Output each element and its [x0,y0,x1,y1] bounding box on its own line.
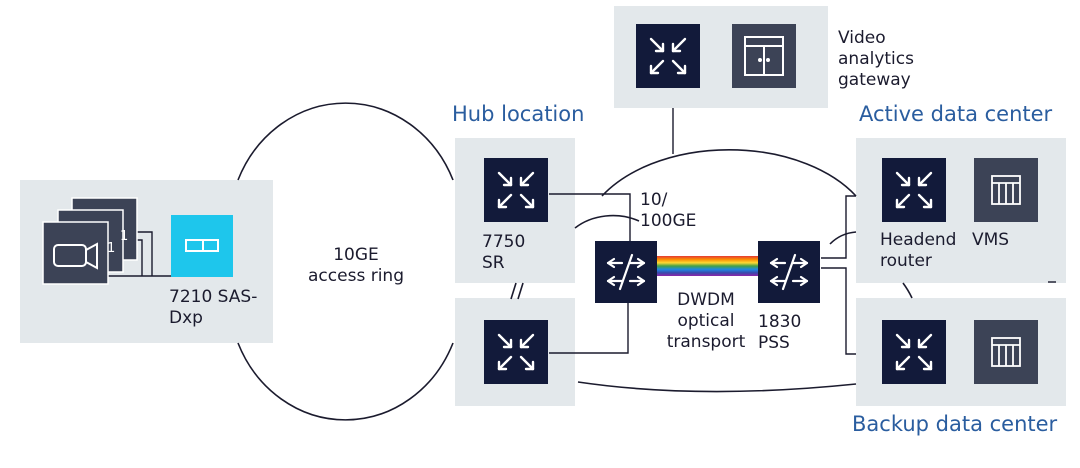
sas-dxp-label: 7210 SAS- Dxp [169,287,258,328]
backup-data-center-title: Backup data center [852,412,1058,436]
headend-router[interactable] [882,158,946,222]
router-7750-sr[interactable] [484,158,548,222]
active-data-center-title: Active data center [859,102,1053,126]
transport-cloud [574,149,913,393]
sr-7750-label: 7750 SR [482,232,526,273]
server-rack-icon [991,337,1021,367]
link-pss-backup [821,267,856,355]
headend-router-label: Headend router [880,230,957,271]
dwdm-label: DWDM optical transport [666,290,746,352]
svg-text:1: 1 [107,241,115,256]
gateway-cabinet-icon [744,36,784,76]
backup-server[interactable] [974,320,1038,384]
video-camera-icon [53,242,98,270]
server-rack-icon [991,175,1021,205]
backup-router[interactable] [882,320,946,384]
gateway-router[interactable] [636,24,700,88]
video-analytics-label: Video analytics gateway [838,28,914,90]
access-device-7210[interactable] [171,215,233,277]
link-sr-switch [549,193,631,244]
hub-location-title: Hub location [452,102,585,126]
optical-switch-1830-pss[interactable] [758,241,820,303]
router-hub-lower[interactable] [484,320,548,384]
link-speed-label: 10/ 100GE [640,190,697,231]
link-lowerhub-switch [549,300,629,354]
links [108,108,1056,355]
svg-text:1: 1 [120,229,128,244]
link-pss-headend [821,195,856,259]
dwdm-rainbow-link [656,256,758,276]
access-ring [237,102,524,421]
pss-1830-label: 1830 PSS [758,312,802,353]
vms-server[interactable] [974,158,1038,222]
vms-label: VMS [972,230,1010,250]
link-camera1 [135,231,153,276]
optical-switch-left[interactable] [595,241,657,303]
access-ring-label: 10GE access ring [308,245,404,286]
camera-stack: 1 1 [42,197,138,285]
video-analytics-gateway[interactable] [732,24,796,88]
